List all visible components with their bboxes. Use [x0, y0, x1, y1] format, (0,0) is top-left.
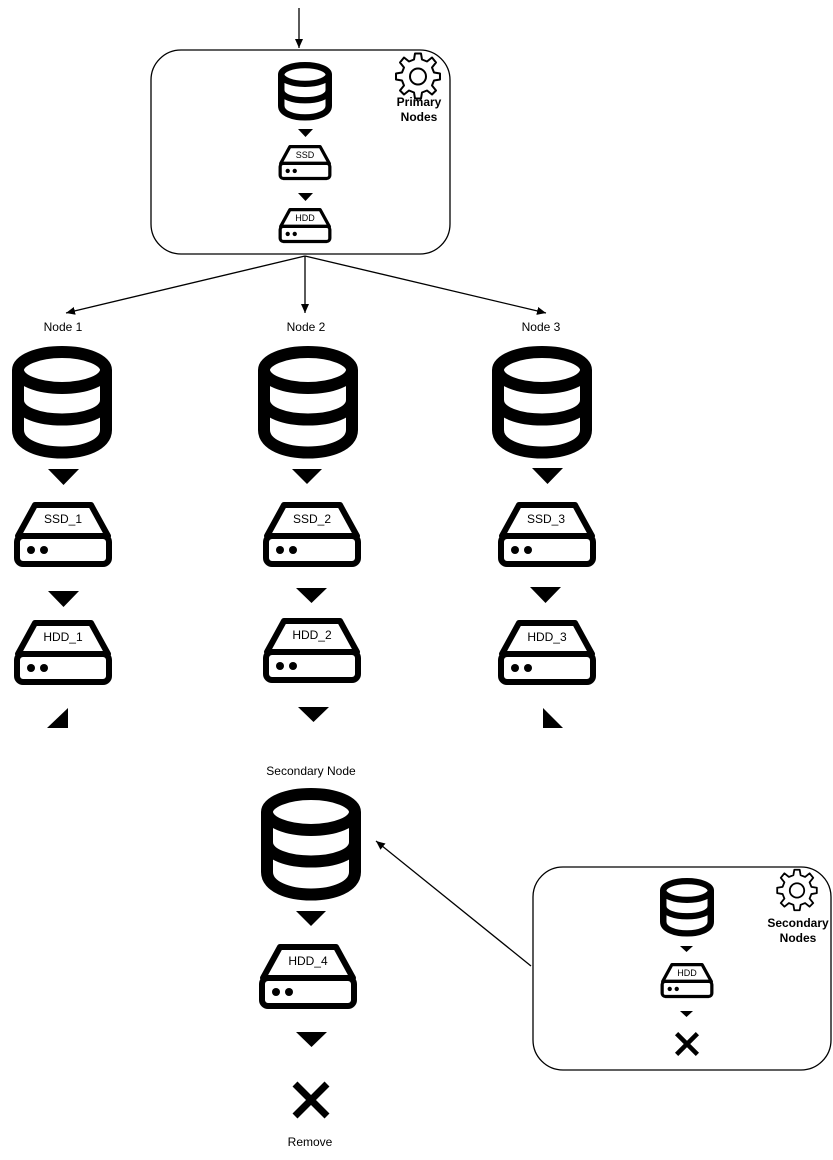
- primary-nodes-title-line1: Primary: [397, 95, 442, 109]
- node-1-arrow-2: [48, 591, 79, 607]
- primary-arrow-1: [298, 129, 313, 137]
- primary-nodes-box: Primary Nodes SSD HDD: [150, 49, 451, 255]
- node-3-arrow-1: [532, 468, 563, 484]
- node-3: Node 3 SSD_3 HDD_3: [498, 320, 593, 728]
- secondary-node-arrow-2: [296, 1032, 327, 1047]
- fanout-arrows: [65, 255, 547, 315]
- secondary-box-arrow-2: [680, 1011, 693, 1017]
- primary-arrow-2: [298, 193, 313, 201]
- secondary-node: Secondary Node HDD_4 Remove: [262, 764, 356, 1149]
- secondary-return-arrow: [375, 840, 532, 967]
- secondary-node-database-icon: [267, 794, 355, 895]
- node-2-name: Node 2: [287, 320, 326, 334]
- node-1-database-icon: [18, 352, 106, 453]
- node-1-arrow-1: [48, 469, 79, 485]
- node-3-arrow-2: [530, 587, 561, 603]
- secondary-nodes-box: Secondary Nodes HDD: [532, 866, 832, 1071]
- node-2-hdd-label: HDD_2: [292, 628, 332, 642]
- node-3-ssd-label: SSD_3: [527, 512, 565, 526]
- node-3-name: Node 3: [522, 320, 561, 334]
- remove-label: Remove: [288, 1135, 333, 1149]
- node-1: Node 1 SSD_1 HDD_1: [17, 320, 109, 728]
- primary-ssd-label: SSD: [296, 150, 315, 160]
- node-1-name: Node 1: [44, 320, 83, 334]
- secondary-nodes-title-line1: Secondary: [767, 916, 829, 930]
- secondary-node-name: Secondary Node: [266, 764, 356, 778]
- secondary-nodes-title-line2: Nodes: [780, 931, 817, 945]
- node-2-arrow-1: [292, 469, 322, 484]
- primary-hdd-label: HDD: [295, 213, 315, 223]
- secondary-box-hdd-label: HDD: [677, 968, 697, 978]
- secondary-box-arrow-1: [680, 946, 693, 952]
- node-3-database-icon: [498, 352, 586, 453]
- node-1-hdd-label: HDD_1: [43, 630, 83, 644]
- node-1-arrow-3: [47, 708, 68, 728]
- secondary-node-hdd-label: HDD_4: [288, 954, 328, 968]
- primary-nodes-title-line2: Nodes: [401, 110, 438, 124]
- node-2: Node 2 SSD_2 HDD_2: [264, 320, 358, 722]
- node-2-arrow-3: [298, 707, 329, 722]
- node-1-ssd-label: SSD_1: [44, 512, 82, 526]
- secondary-node-arrow-1: [296, 911, 326, 926]
- node-2-database-icon: [264, 352, 352, 453]
- node-3-arrow-3: [543, 708, 563, 728]
- remove-x-icon: [295, 1084, 327, 1116]
- node-3-hdd-label: HDD_3: [527, 630, 567, 644]
- node-2-arrow-2: [296, 588, 327, 603]
- node-2-ssd-label: SSD_2: [293, 512, 331, 526]
